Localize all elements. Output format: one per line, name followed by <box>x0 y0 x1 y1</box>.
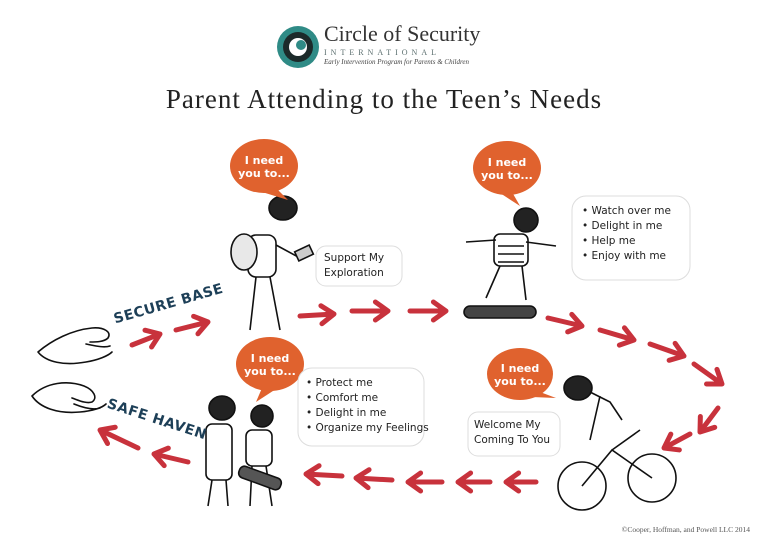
logo-tagline: Early Intervention Program for Parents &… <box>324 58 470 66</box>
bubble-top-right-text: I need you to... <box>481 156 533 182</box>
logo-text: Circle of Security INTERNATIONAL Early I… <box>324 21 524 67</box>
note-box-welcome <box>467 411 561 457</box>
path-arrow-shaft <box>309 471 345 479</box>
path-arrow-shaft <box>157 452 191 465</box>
note-line: Welcome My <box>474 419 541 431</box>
path-arrow-shaft <box>666 431 693 448</box>
path-arrow-shaft <box>173 320 205 333</box>
path-arrow-head <box>616 325 637 348</box>
path-arrow-shaft <box>647 341 681 357</box>
path-arrow-head <box>565 311 585 335</box>
copyright-text: ©Cooper, Hoffman, and Powell LLC 2014 <box>621 525 750 534</box>
path-arrow-shaft <box>102 430 141 451</box>
bubble-bottom-left <box>236 337 304 402</box>
path-arrow-head <box>405 470 424 494</box>
path-arrow-head <box>318 303 337 327</box>
path-arrow-head <box>704 366 725 387</box>
list-item: Delight in me <box>582 219 671 234</box>
path-arrow-shaft <box>597 327 631 341</box>
path-arrow-head <box>142 327 163 350</box>
path-arrow-head <box>666 340 687 363</box>
note-box-support <box>315 245 403 287</box>
girl-on-bicycle-figure <box>557 375 677 511</box>
path-arrow-head <box>661 431 682 453</box>
path-arrow-shaft <box>691 361 720 384</box>
top-needs-list: Watch over me Delight in me Help me Enjo… <box>582 204 671 264</box>
parent-hugging-teen-figure <box>205 395 283 507</box>
path-arrow-head <box>697 414 718 435</box>
path-arrow-shaft <box>701 405 721 430</box>
note-welcome-coming: Welcome My Coming To You <box>474 418 550 448</box>
path-arrow-shaft <box>129 333 157 348</box>
list-item: Help me <box>582 234 671 249</box>
bubble-top-left <box>230 139 298 200</box>
circle-path-arrows <box>97 299 725 494</box>
path-arrow-head <box>303 463 322 487</box>
upper-hand-icon <box>37 327 113 365</box>
path-arrow-head <box>455 470 474 494</box>
note-line: Exploration <box>324 267 384 279</box>
path-arrow-head <box>503 470 522 494</box>
list-item: Watch over me <box>582 204 671 219</box>
girl-with-phone-figure <box>230 195 315 331</box>
bubble-top-left-text: I need you to... <box>238 154 290 180</box>
lower-hand-icon <box>31 382 107 414</box>
path-arrow-head <box>151 445 171 469</box>
logo-name: Circle of Security <box>324 21 481 46</box>
path-arrow-head <box>97 424 118 447</box>
page-title: Parent Attending to the Teen’s Needs <box>165 84 603 114</box>
logo-emblem-icon <box>277 26 319 68</box>
bottom-needs-list: Protect me Comfort me Delight in me Orga… <box>306 376 429 436</box>
path-arrow-shaft <box>545 315 579 328</box>
note-line: Coming To You <box>474 434 551 446</box>
path-arrow-head <box>430 299 449 323</box>
list-item: Comfort me <box>306 391 429 406</box>
bubble-bottom-left-text: I need you to... <box>244 352 296 378</box>
list-item: Delight in me <box>306 406 429 421</box>
list-item: Protect me <box>306 376 429 391</box>
boy-on-skateboard-figure <box>463 207 557 319</box>
path-arrow-head <box>191 313 211 337</box>
path-arrow-shaft <box>297 311 331 319</box>
note-support-exploration: Support My Exploration <box>324 251 384 281</box>
path-arrow-head <box>353 467 372 491</box>
bubble-bottom-right-text: I need you to... <box>494 362 546 388</box>
list-item: Enjoy with me <box>582 249 671 264</box>
bubble-top-right <box>473 141 541 206</box>
note-line: Support My <box>324 252 385 264</box>
logo-subtitle: INTERNATIONAL <box>324 48 440 57</box>
path-arrow-shaft <box>359 475 395 483</box>
path-arrow-head <box>372 299 391 323</box>
list-item: Organize my Feelings <box>306 421 429 436</box>
bubble-bottom-right <box>487 348 556 400</box>
